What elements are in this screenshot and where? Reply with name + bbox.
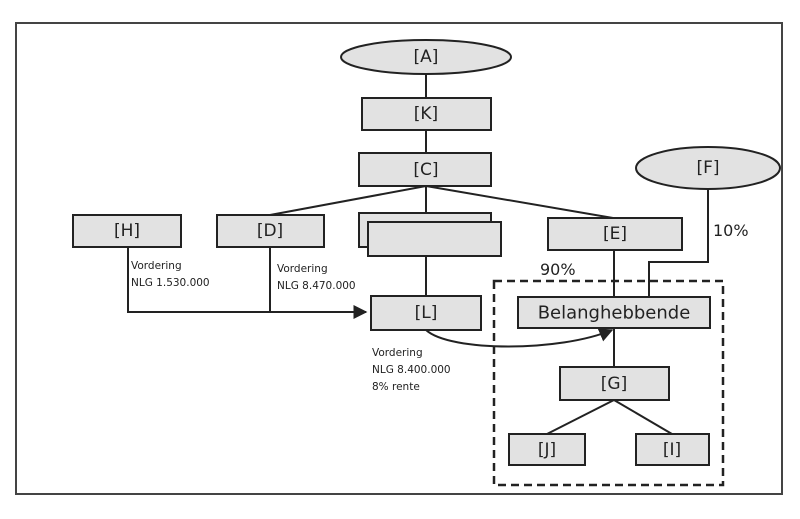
claim-L-line3: 8% rente: [372, 381, 420, 393]
node-L-label: [L]: [415, 303, 438, 323]
connector-F-belanghebbende: [648, 189, 709, 297]
node-A-label: [A]: [414, 47, 439, 67]
node-unlabelled-front: [367, 221, 502, 257]
claim-L-line2: NLG 8.400.000: [372, 364, 451, 376]
node-G-label: [G]: [601, 374, 627, 394]
claim-arrow-L-belanghebbende: [425, 328, 614, 348]
node-G: [559, 366, 670, 401]
claim-D-line1: Vordering: [277, 263, 328, 275]
fiscal-unity-dashed-group: [492, 279, 725, 487]
node-H: [72, 214, 182, 248]
claim-D-line2: NLG 8.470.000: [277, 280, 356, 292]
node-E-label: [E]: [603, 224, 627, 244]
connector-C-E: [425, 185, 614, 219]
connector-G-I: [613, 399, 673, 435]
node-I: [635, 433, 710, 466]
node-J: [508, 433, 586, 466]
pct-E-share: 90%: [540, 260, 576, 279]
pct-F-share: 10%: [713, 221, 749, 240]
claim-L-line1: Vordering: [372, 347, 423, 359]
node-F: [635, 146, 781, 190]
claim-H-line2: NLG 1.530.000: [131, 277, 210, 289]
node-C-label: [C]: [413, 160, 438, 180]
node-J-label: [J]: [538, 440, 556, 460]
node-K: [361, 97, 492, 131]
node-K-label: [K]: [414, 104, 438, 124]
claim-line-H-L: [127, 247, 368, 319]
node-D-label: [D]: [257, 221, 283, 241]
node-belanghebbende-label: Belanghebbende: [538, 303, 691, 324]
node-H-label: [H]: [114, 221, 140, 241]
node-I-label: [I]: [663, 440, 681, 460]
connector-G-J: [546, 399, 615, 435]
node-belanghebbende: [517, 296, 711, 329]
node-L: [370, 295, 482, 331]
node-A: [340, 39, 512, 75]
node-D: [216, 214, 325, 248]
node-F-label: [F]: [696, 158, 719, 178]
claim-H-line1: Vordering: [131, 260, 182, 272]
node-C: [358, 152, 492, 187]
diagram-frame: [15, 22, 783, 495]
connector-C-D: [269, 185, 427, 216]
node-E: [547, 217, 683, 251]
